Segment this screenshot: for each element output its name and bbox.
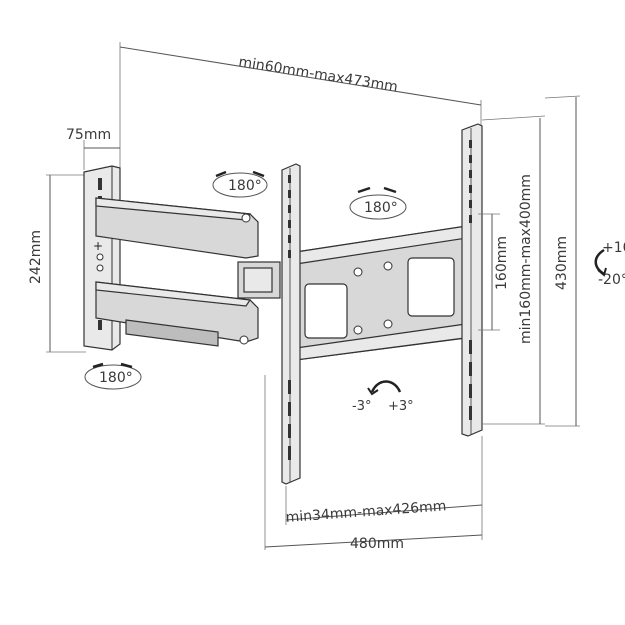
swivel-bottom-label: 180° <box>99 370 133 386</box>
swivel-top-badge: 180° <box>212 170 268 198</box>
level-plus-label: +3° <box>388 399 414 414</box>
svg-text:+: + <box>93 239 103 253</box>
level-adjust-indicator: -3° +3° <box>352 380 414 414</box>
tilt-minus-label: -20° <box>598 272 625 288</box>
tv-strip-right <box>461 123 483 437</box>
tv-plate-height-label: 430mm <box>554 236 570 290</box>
swivel-top-label: 180° <box>228 178 262 194</box>
tv-plate-horizontal-dimension: min34mm-max426mm <box>285 436 483 526</box>
wall-plate: + <box>83 165 121 351</box>
wall-plate-width-label: 75mm <box>66 127 111 143</box>
swivel-mid-label: 180° <box>364 200 398 216</box>
tv-plate-vertical-dimension: min160mm-max400mm <box>481 115 546 425</box>
tv-plate-inner-dimension: 160mm <box>478 213 510 331</box>
top-width-label: min60mm-max473mm <box>237 54 399 95</box>
swivel-bottom-badge: 180° <box>84 362 142 390</box>
tv-plate-inner-label: 160mm <box>494 236 510 290</box>
tv-strip-left <box>281 163 301 485</box>
top-width-dimension: min60mm-max473mm <box>119 42 482 170</box>
swivel-mid-badge: 180° <box>349 186 407 220</box>
tv-plate-height-dimension: 430mm <box>544 95 581 427</box>
tv-plate-width-label: 480mm <box>350 536 404 552</box>
wall-plate-height-label: 242mm <box>28 230 44 284</box>
tilt-plus-label: +10° <box>602 240 625 256</box>
swing-arms <box>95 197 281 347</box>
level-minus-label: -3° <box>352 399 371 414</box>
wall-plate-height-dimension: 242mm <box>28 174 86 353</box>
tv-plate-vertical-label: min160mm-max400mm <box>518 174 534 344</box>
cross-bar <box>295 223 483 361</box>
tilt-indicator: +10° -20° <box>594 240 625 288</box>
wall-plate-width-dimension: 75mm <box>66 127 120 170</box>
tv-plate-width-dimension: 480mm <box>264 375 483 552</box>
tv-plate-horizontal-label: min34mm-max426mm <box>285 498 447 526</box>
